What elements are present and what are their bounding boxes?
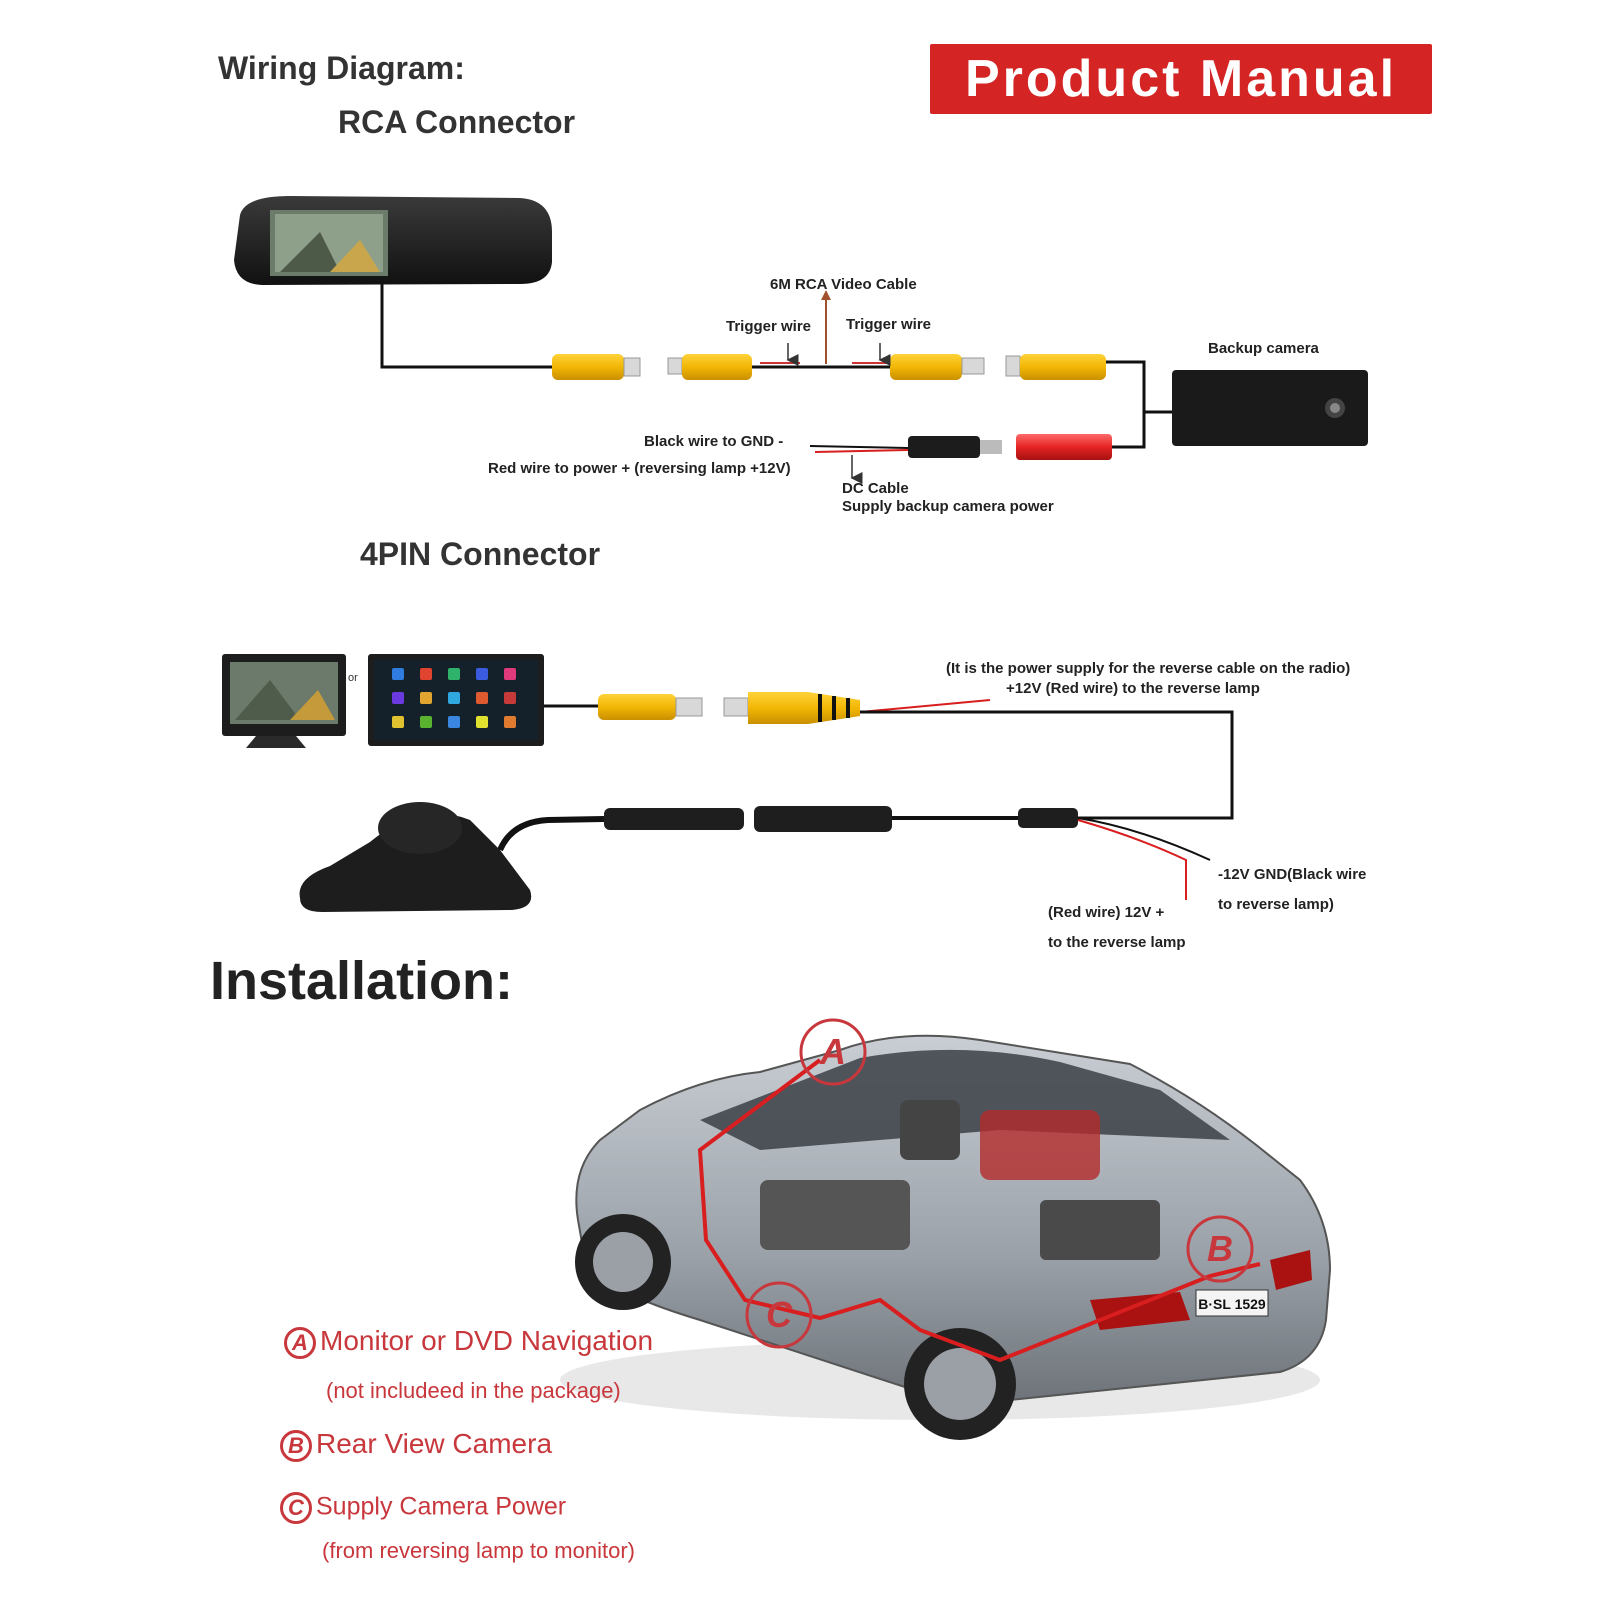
app-tile-icon — [392, 716, 404, 728]
video-cable-label: 6M RCA Video Cable — [770, 276, 917, 293]
marker-b: B — [1186, 1215, 1254, 1283]
rca-plug-4 — [1005, 354, 1106, 380]
app-tile-icon — [392, 692, 404, 704]
svg-text:C: C — [766, 1294, 793, 1335]
backup-camera-label: Backup camera — [1208, 340, 1319, 357]
navigation-unit — [368, 654, 544, 746]
legend-b-text: Rear View Camera — [316, 1428, 553, 1459]
app-tile-icon — [476, 668, 488, 680]
app-tile-icon — [420, 692, 432, 704]
legend-b-icon: B — [280, 1429, 312, 1462]
legend-a-text: Monitor or DVD Navigation — [320, 1325, 654, 1356]
dc-plug-black — [908, 436, 1002, 458]
app-tile-icon — [476, 692, 488, 704]
app-tile-icon — [392, 668, 404, 680]
gnd-label-line1: -12V GND(Black wire — [1218, 866, 1367, 883]
4pin-rca-plug-2 — [723, 692, 860, 724]
4pin-rca-plug-1 — [598, 694, 703, 720]
red-12v-label-line2: to the reverse lamp — [1048, 934, 1186, 951]
marker-a: A — [799, 1018, 867, 1086]
license-plate-text: B·SL 1529 — [1198, 1296, 1266, 1312]
trigger-wire-left-label: Trigger wire — [726, 318, 812, 335]
dc-cable-label: DC Cable — [842, 480, 909, 497]
trigger-wire-right-label: Trigger wire — [846, 316, 932, 333]
marker-c: C — [745, 1281, 813, 1349]
rca-plug-2 — [667, 354, 752, 380]
legend-c-sub: (from reversing lamp to monitor) — [322, 1538, 635, 1563]
app-tile-icon — [476, 716, 488, 728]
legend-a-icon: A — [284, 1326, 316, 1359]
black-gnd-label: Black wire to GND - — [644, 433, 784, 450]
rca-connector-title: RCA Connector — [338, 104, 576, 140]
4pin-connector-female — [754, 806, 892, 832]
wiring-diagram-title: Wiring Diagram: — [218, 50, 465, 86]
legend-a-sub: (not includeed in the package) — [326, 1378, 621, 1403]
dome-camera — [299, 802, 532, 912]
small-monitor — [222, 654, 346, 748]
rca-plug-1 — [552, 354, 641, 380]
red-12v-label-line1: (Red wire) 12V + — [1048, 904, 1165, 921]
legend-c-icon: C — [280, 1492, 312, 1524]
app-tile-icon — [504, 668, 516, 680]
4pin-connector-title: 4PIN Connector — [360, 536, 601, 572]
svg-text:B: B — [1207, 1228, 1233, 1269]
mirror-monitor — [234, 196, 552, 285]
4pin-connector-male — [604, 808, 744, 830]
legend-c-text: Supply Camera Power — [316, 1492, 567, 1521]
app-tile-icon — [420, 668, 432, 680]
radio-note-label: (It is the power supply for the reverse … — [946, 660, 1351, 677]
svg-text:A: A — [819, 1031, 846, 1072]
app-tile-icon — [448, 716, 460, 728]
app-tile-icon — [504, 692, 516, 704]
red-power-label: Red wire to power + (reversing lamp +12V… — [488, 460, 791, 477]
backup-camera-box — [1172, 370, 1368, 446]
app-tile-icon — [504, 716, 516, 728]
gnd-label-line2: to reverse lamp) — [1218, 896, 1334, 913]
product-manual-banner: Product Manual — [930, 44, 1432, 114]
or-label: or — [348, 672, 358, 684]
app-tile-icon — [448, 692, 460, 704]
red-reverse-label: +12V (Red wire) to the reverse lamp — [1006, 680, 1260, 697]
app-tile-icon — [420, 716, 432, 728]
dc-supply-label: Supply backup camera power — [842, 498, 1054, 515]
installation-title: Installation: — [210, 951, 514, 1011]
rca-plug-3 — [890, 354, 985, 380]
dc-plug-red — [1016, 434, 1112, 460]
car-illustration: B·SL 1529 — [560, 1034, 1332, 1440]
app-tile-icon — [448, 668, 460, 680]
4pin-splitter — [1018, 808, 1078, 828]
